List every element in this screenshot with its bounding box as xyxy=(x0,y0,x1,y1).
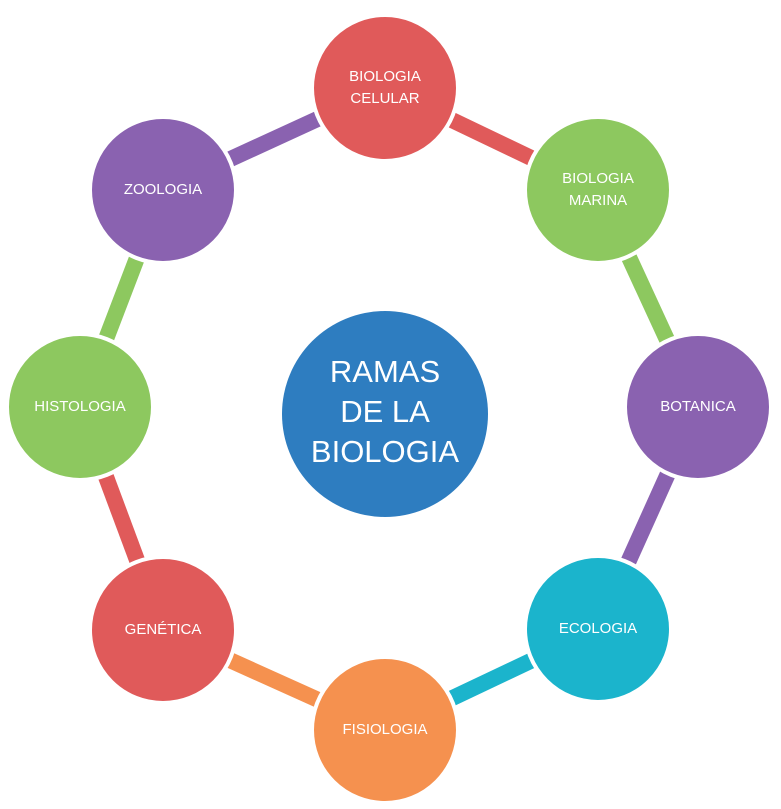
node-label-biologia-marina: BIOLOGIA xyxy=(562,170,634,187)
node-label-histologia: HISTOLOGIA xyxy=(34,398,125,415)
node-ecologia: ECOLOGIA xyxy=(523,554,673,704)
node-label-biologia-celular: CELULAR xyxy=(350,90,419,107)
node-botanica: BOTANICA xyxy=(623,332,773,482)
center-hub: RAMAS DE LA BIOLOGIA xyxy=(282,311,488,517)
node-circle-botanica xyxy=(623,332,773,482)
node-label-biologia-marina: MARINA xyxy=(569,192,627,209)
node-circle-biologia-marina xyxy=(523,115,673,265)
node-circle-histologia xyxy=(5,332,155,482)
node-circle-ecologia xyxy=(523,554,673,704)
node-circle-fisiologia xyxy=(310,655,460,805)
center-title-line: DE LA xyxy=(340,394,430,429)
node-genetica: GENÉTICA xyxy=(88,555,238,705)
node-label-biologia-celular: BIOLOGIA xyxy=(349,68,421,85)
center-title-line: BIOLOGIA xyxy=(311,434,459,469)
node-label-ecologia: ECOLOGIA xyxy=(559,620,637,637)
node-circle-zoologia xyxy=(88,115,238,265)
node-histologia: HISTOLOGIA xyxy=(5,332,155,482)
node-label-genetica: GENÉTICA xyxy=(125,621,202,638)
center-circle xyxy=(282,311,488,517)
branch-nodes: BIOLOGIA CELULAR BIOLOGIA MARINA BOTANICA ECO… xyxy=(5,13,773,805)
node-biologia-celular: BIOLOGIA CELULAR xyxy=(310,13,460,163)
node-label-fisiologia: FISIOLOGIA xyxy=(342,721,427,738)
node-circle-biologia-celular xyxy=(310,13,460,163)
center-title-line: RAMAS xyxy=(330,354,440,389)
node-fisiologia: FISIOLOGIA xyxy=(310,655,460,805)
node-zoologia: ZOOLOGIA xyxy=(88,115,238,265)
node-label-zoologia: ZOOLOGIA xyxy=(124,181,202,198)
node-label-botanica: BOTANICA xyxy=(660,398,736,415)
node-circle-genetica xyxy=(88,555,238,705)
node-biologia-marina: BIOLOGIA MARINA xyxy=(523,115,673,265)
